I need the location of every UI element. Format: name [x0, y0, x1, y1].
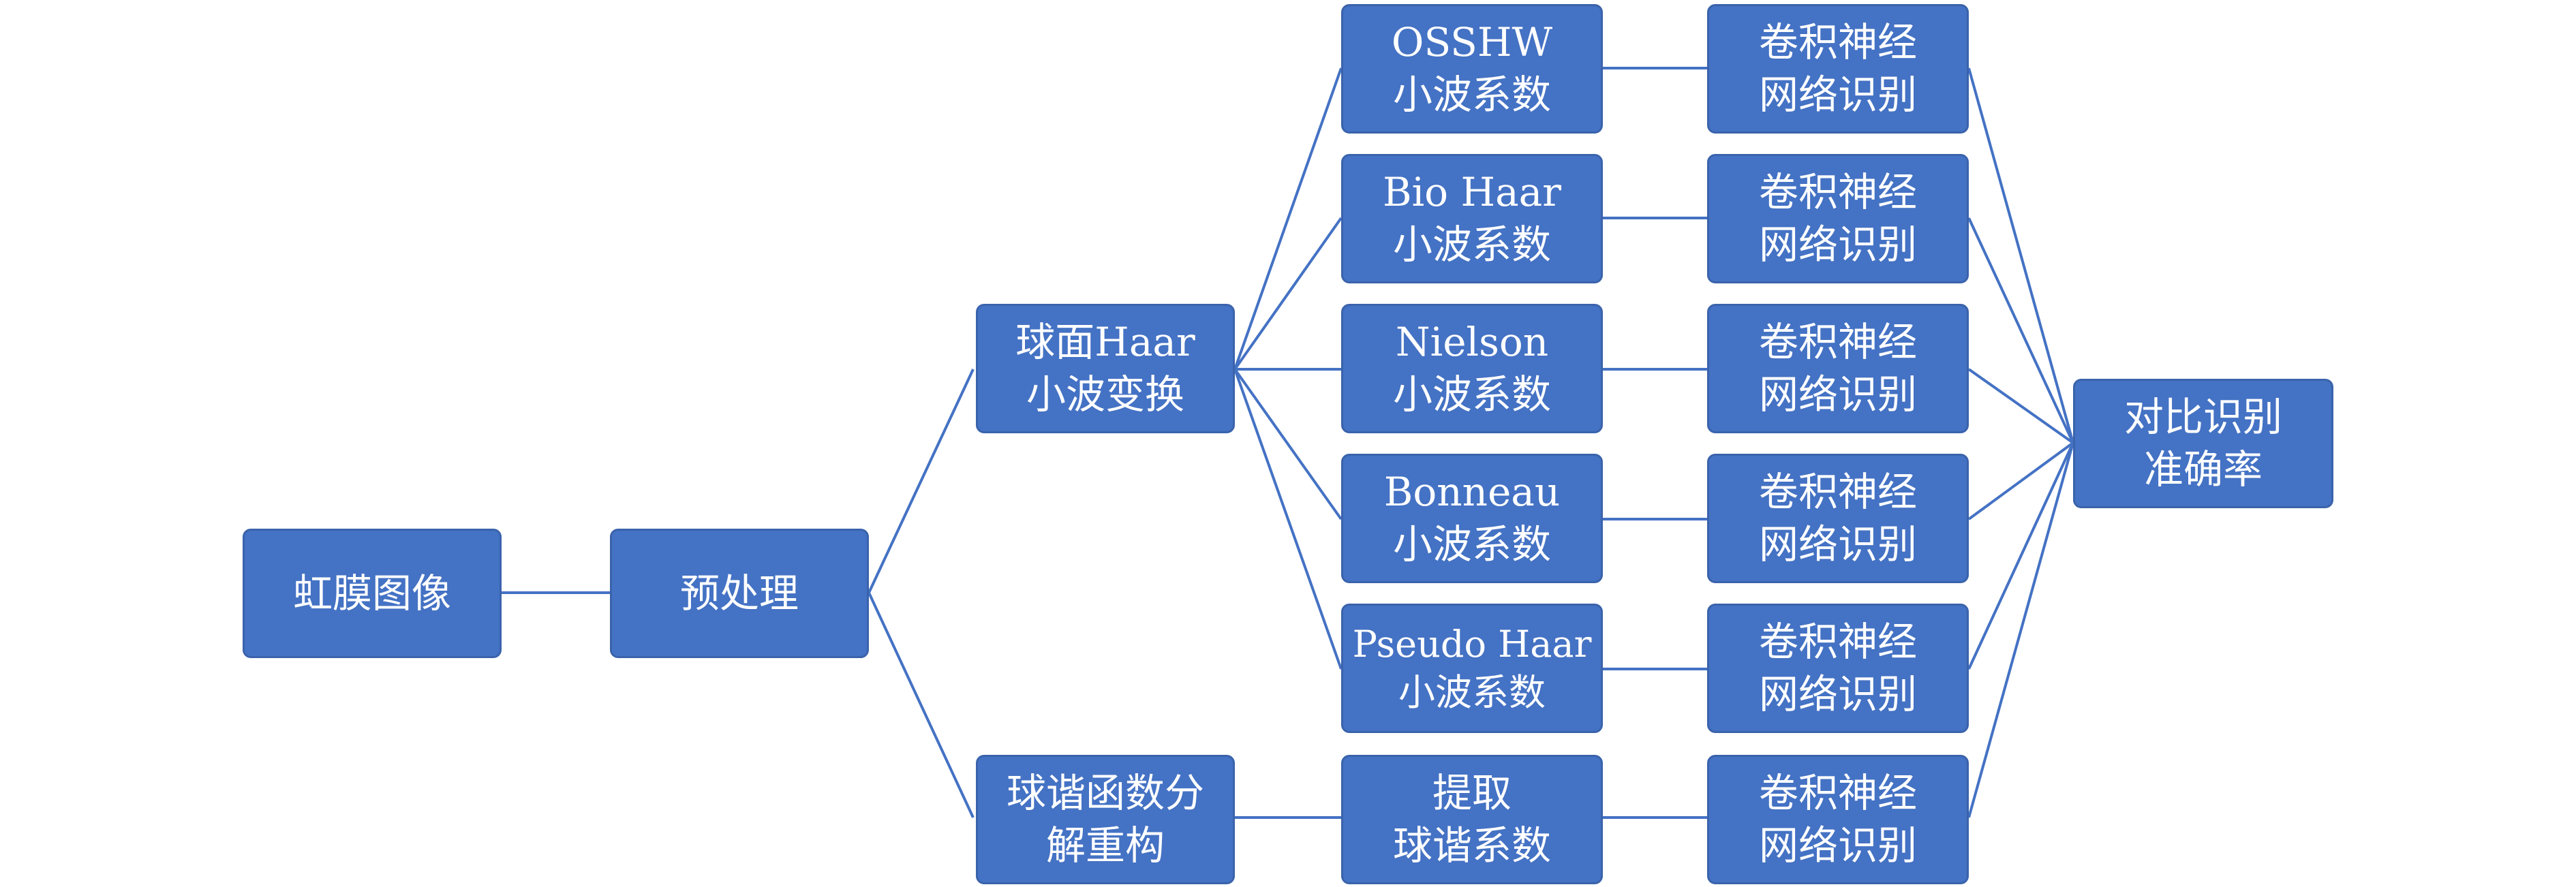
node-accuracy-line-2: 准确率	[2143, 446, 2263, 493]
node-extract-harmonic-coefficients: 提取 球谐系数	[1341, 755, 1603, 884]
node-cnn-3-line-2: 网络识别	[1758, 371, 1917, 418]
edge-cnn-5-to-accuracy	[1967, 442, 2074, 670]
node-iris-image-line-1: 虹膜图像	[292, 570, 451, 617]
edge-haar-to-bio-haar	[1233, 217, 1343, 371]
node-cnn-recognition-3: 卷积神经 网络识别	[1707, 304, 1969, 433]
node-spherical-haar-transform: 球面Haar 小波变换	[976, 304, 1235, 433]
node-cnn-4-line-2: 网络识别	[1758, 521, 1917, 567]
node-bonneau-coefficients: Bonneau 小波系数	[1341, 454, 1603, 583]
node-preprocess-line-1: 预处理	[679, 570, 799, 617]
node-bonneau-line-2: 小波系数	[1392, 521, 1551, 567]
node-nielson-line-1: Nielson	[1395, 319, 1549, 366]
node-cnn-3-line-1: 卷积神经	[1758, 319, 1917, 366]
node-pseudo-haar-coefficients: Pseudo Haar 小波系数	[1341, 604, 1603, 733]
node-cnn-2-line-1: 卷积神经	[1758, 169, 1917, 216]
node-extract-line-1: 提取	[1432, 770, 1512, 817]
node-cnn-5-line-1: 卷积神经	[1758, 619, 1917, 666]
node-nielson-coefficients: Nielson 小波系数	[1341, 304, 1603, 433]
node-cnn-5-line-2: 网络识别	[1758, 671, 1917, 717]
edge-cnn-4-to-accuracy	[1967, 441, 2074, 520]
edge-preprocess-to-spherical-haar	[868, 369, 975, 593]
node-cnn-recognition-5: 卷积神经 网络识别	[1707, 604, 1969, 733]
edge-cnn-2-to-accuracy	[1967, 217, 2074, 444]
edge-haar-to-pseudo-haar	[1233, 369, 1343, 670]
node-cnn-recognition-6: 卷积神经 网络识别	[1707, 755, 1969, 884]
node-bio-haar-coefficients: Bio Haar 小波系数	[1341, 154, 1603, 283]
node-extract-line-2: 球谐系数	[1392, 822, 1551, 869]
node-spherical-haar-line-1: 球面Haar	[1015, 319, 1195, 366]
node-osshw-coefficients: OSSHW 小波系数	[1341, 4, 1603, 134]
edge-preprocess-to-spherical-harmonic	[868, 592, 975, 818]
node-cnn-recognition-4: 卷积神经 网络识别	[1707, 454, 1969, 583]
node-pseudo-haar-line-1: Pseudo Haar	[1352, 622, 1592, 666]
node-cnn-1-line-1: 卷积神经	[1758, 19, 1917, 66]
node-cnn-recognition-1: 卷积神经 网络识别	[1707, 4, 1969, 134]
node-preprocess: 预处理	[610, 529, 869, 658]
edge-cnn-3-to-accuracy	[1967, 368, 2074, 444]
node-accuracy-line-1: 对比识别	[2123, 394, 2282, 441]
node-cnn-recognition-2: 卷积神经 网络识别	[1707, 154, 1969, 283]
node-spherical-harmonic-line-1: 球谐函数分	[1006, 770, 1204, 817]
node-osshw-line-2: 小波系数	[1392, 72, 1551, 118]
node-nielson-line-2: 小波系数	[1392, 371, 1551, 418]
node-compare-accuracy: 对比识别 准确率	[2073, 379, 2333, 508]
node-cnn-4-line-1: 卷积神经	[1758, 469, 1917, 516]
node-cnn-6-line-2: 网络识别	[1758, 822, 1917, 869]
node-spherical-haar-line-2: 小波变换	[1026, 371, 1184, 418]
node-spherical-harmonic-line-2: 解重构	[1045, 822, 1165, 869]
edge-haar-to-osshw	[1233, 67, 1343, 370]
node-osshw-line-1: OSSHW	[1391, 19, 1553, 66]
node-bio-haar-line-1: Bio Haar	[1383, 169, 1561, 216]
node-pseudo-haar-line-2: 小波系数	[1398, 671, 1546, 714]
node-bio-haar-line-2: 小波系数	[1392, 221, 1551, 268]
node-iris-image: 虹膜图像	[243, 529, 502, 658]
node-cnn-2-line-2: 网络识别	[1758, 221, 1917, 268]
edge-cnn-1-to-accuracy	[1967, 67, 2074, 444]
edge-haar-to-bonneau	[1233, 368, 1343, 520]
edge-cnn-6-to-accuracy	[1967, 442, 2074, 818]
node-bonneau-line-1: Bonneau	[1383, 469, 1561, 516]
node-cnn-6-line-1: 卷积神经	[1758, 770, 1917, 817]
node-cnn-1-line-2: 网络识别	[1758, 72, 1917, 118]
node-spherical-harmonic-decomposition: 球谐函数分 解重构	[976, 755, 1235, 884]
